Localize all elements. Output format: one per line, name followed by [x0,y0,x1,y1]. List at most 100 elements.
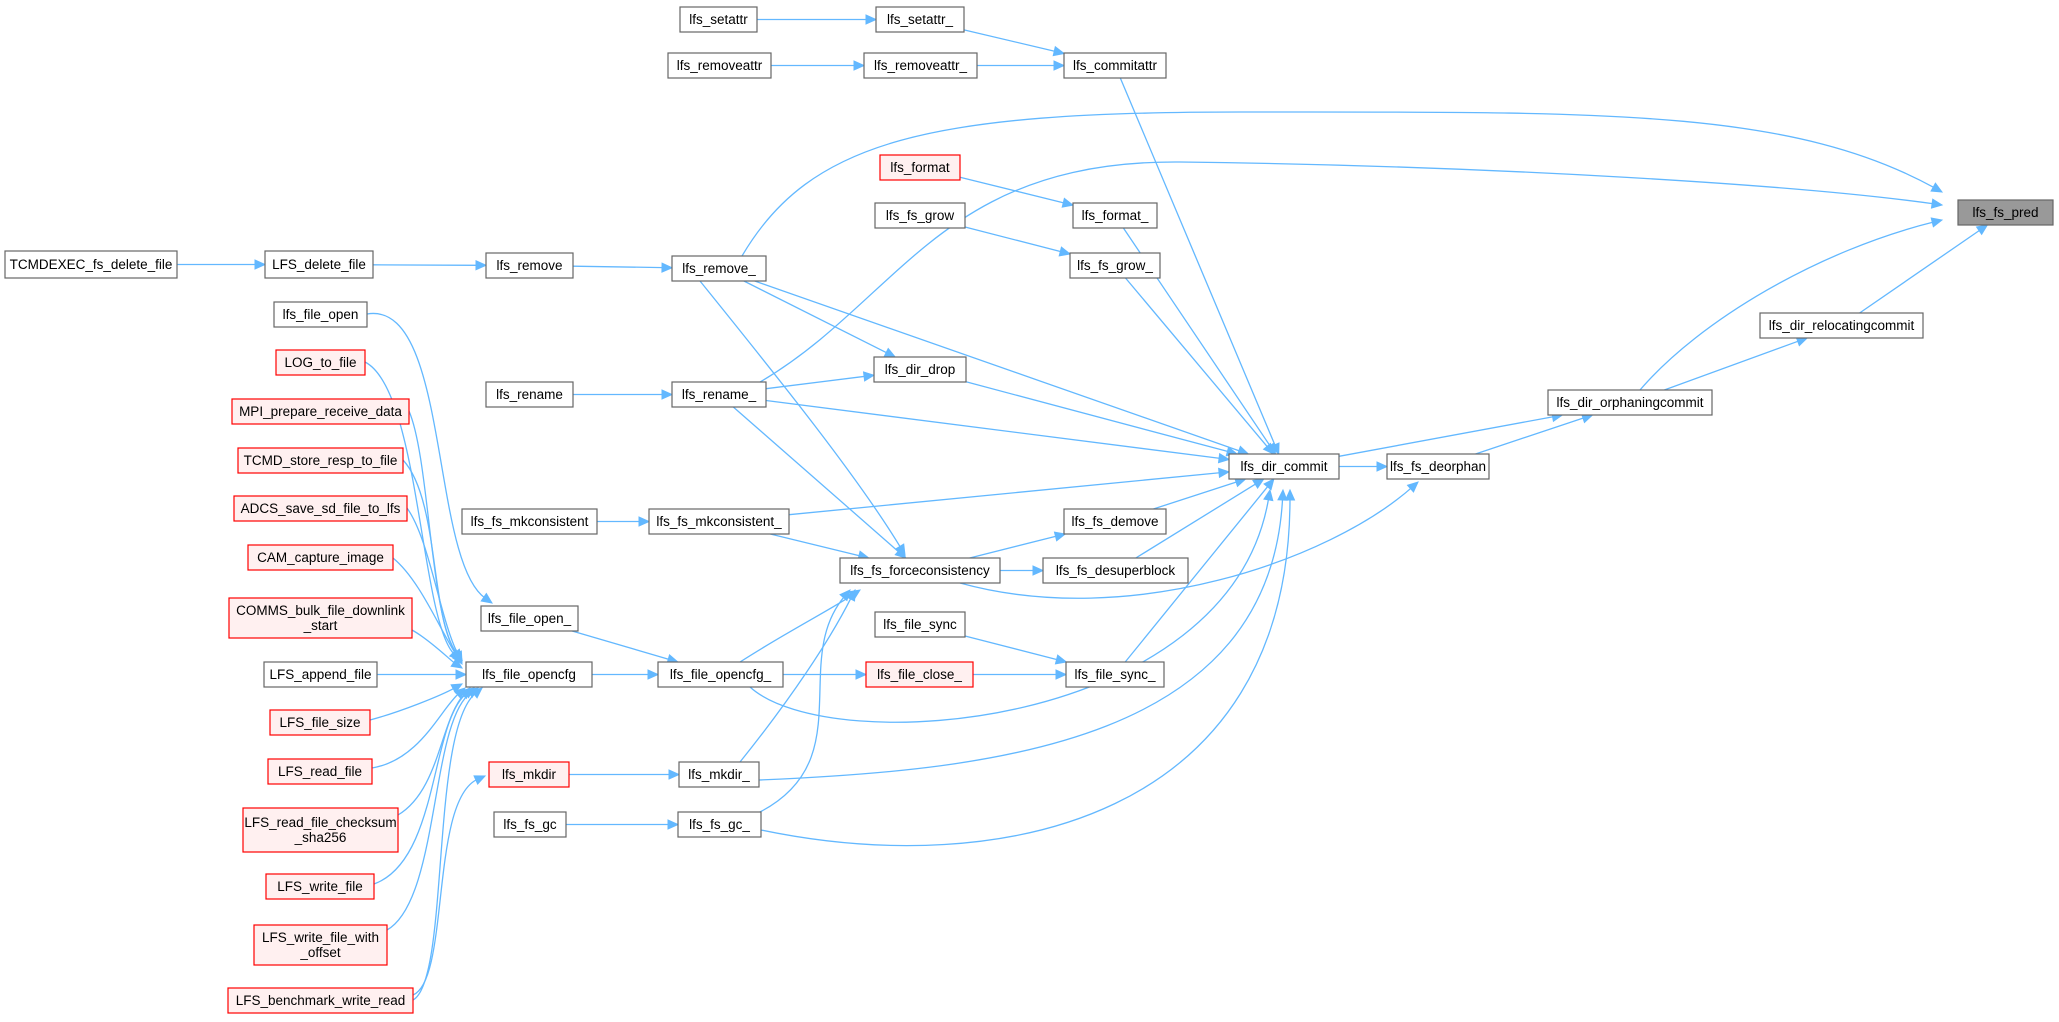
edge-lfs_dir_commit-to-lfs_dir_orphaningcommit [1338,411,1564,457]
node-label: lfs_rename_ [682,387,757,402]
node-box [237,447,404,474]
node-mpi-prepare-receive-data[interactable]: MPI_prepare_receive_data [231,398,410,425]
node-lfs-fs-mkconsistent[interactable]: lfs_fs_mkconsistent [461,508,598,535]
node-box [485,381,574,408]
node-lfs-mkdir-[interactable]: lfs_mkdir_ [678,761,760,788]
node-lfs-fs-gc-[interactable]: lfs_fs_gc_ [677,811,762,838]
node-box [679,6,758,33]
edge-lfs_format-to-lfs_format_ [959,176,1075,208]
edge-lfs_setattr-to-lfs_setattr_ [757,14,878,25]
node-lfs-fs-deorphan[interactable]: lfs_fs_deorphan [1386,453,1490,480]
node-lfs-file-open[interactable]: lfs_file_open [273,301,368,328]
node-lfs-file-opencfg[interactable]: lfs_file_opencfg [465,661,593,688]
node-label: lfs_file_sync_ [1074,667,1156,682]
node-lfs-fs-pred[interactable]: lfs_fs_pred [1957,199,2054,226]
node-label: lfs_dir_commit [1240,459,1327,474]
node-box [667,52,772,79]
node-box [1063,52,1167,79]
node-lfs-fs-demove[interactable]: lfs_fs_demove [1063,508,1167,535]
node-lfs-removeattr-[interactable]: lfs_removeattr_ [863,52,978,79]
node-lfs-remove-[interactable]: lfs_remove_ [671,255,767,282]
node-comms-bulk-file-downlink-start[interactable]: COMMS_bulk_file_downlink_start [228,597,413,639]
node-label: LFS_delete_file [272,257,366,272]
node-lfs-benchmark-write-read[interactable]: LFS_benchmark_write_read [227,987,414,1014]
node-lfs-rename-[interactable]: lfs_rename_ [671,381,767,408]
node-lfs-dir-commit[interactable]: lfs_dir_commit [1228,453,1340,480]
node-label: lfs_rename [496,387,563,402]
node-box [465,661,593,688]
node-box [1957,199,2054,226]
node-lfs-fs-grow[interactable]: lfs_fs_grow [874,202,966,229]
node-label: _start [303,618,338,633]
node-box [231,398,410,425]
node-lfs-fs-desuperblock[interactable]: lfs_fs_desuperblock [1042,557,1189,584]
node-label: lfs_file_open_ [488,611,572,626]
node-label: _offset [299,945,341,960]
node-box [1072,202,1158,229]
node-lfs-removeattr[interactable]: lfs_removeattr [667,52,772,79]
edge-lfs_file_opencfg-to-lfs_file_opencfg_ [592,669,660,680]
node-box [863,52,978,79]
edge-lfs_mkdir-to-lfs_mkdir_ [569,769,681,780]
node-lfs-read-file-checksum-sha256[interactable]: LFS_read_file_checksum_sha256 [242,807,399,853]
node-cam-capture-image[interactable]: CAM_capture_image [247,544,394,571]
node-box [1069,252,1161,279]
node-label: lfs_file_close_ [877,667,962,682]
node-lfs-file-open-[interactable]: lfs_file_open_ [480,605,579,632]
node-lfs-fs-mkconsistent-[interactable]: lfs_fs_mkconsistent_ [648,508,790,535]
node-lfs-file-opencfg-[interactable]: lfs_file_opencfg_ [657,661,784,688]
node-label: lfs_fs_forceconsistency [850,563,990,578]
node-box [4,250,178,279]
node-lfs-file-size[interactable]: LFS_file_size [269,709,371,736]
node-box [228,597,413,639]
node-label: lfs_dir_orphaningcommit [1556,395,1703,410]
edge-lfs_file_open-to-lfs_file_open_ [366,313,494,604]
node-box [677,811,762,838]
node-lfs-fs-gc[interactable]: lfs_fs_gc [493,811,567,838]
edge-lfs_file_sync-to-lfs_file_sync_ [964,635,1068,665]
node-lfs-mkdir[interactable]: lfs_mkdir [488,761,570,788]
node-tcmdexec-fs-delete-file[interactable]: TCMDEXEC_fs_delete_file [4,250,178,279]
node-lfs-dir-relocatingcommit[interactable]: lfs_dir_relocatingcommit [1759,312,1924,339]
edge-lfs_rename_-to-lfs_fs_forceconsistency [732,406,907,559]
edge-lfs_fs_gc_-to-lfs_fs_forceconsistency [759,589,851,813]
node-lfs-format[interactable]: lfs_format [879,154,961,181]
node-lfs-setattr[interactable]: lfs_setattr [679,6,758,33]
node-lfs-file-sync-[interactable]: lfs_file_sync_ [1065,661,1165,688]
edge-LFS_append_file-to-lfs_file_opencfg [377,669,468,680]
node-lfs-setattr-[interactable]: lfs_setattr_ [875,6,965,33]
edge-lfs_rename_-to-lfs_fs_pred [759,161,1944,383]
node-lfs-read-file[interactable]: LFS_read_file [267,758,373,785]
edge-lfs_fs_forceconsistency-to-lfs_fs_demove [969,531,1067,559]
edge-lfs_file_open_-to-lfs_file_opencfg_ [571,630,680,665]
node-box [1759,312,1924,339]
edge-LFS_benchmark_write_read-to-lfs_mkdir [412,775,487,996]
node-lfs-remove[interactable]: lfs_remove [485,252,574,279]
node-lfs-file-sync[interactable]: lfs_file_sync [874,611,966,638]
node-tcmd-store-resp-to-file[interactable]: TCMD_store_resp_to_file [237,447,404,474]
node-lfs-commitattr[interactable]: lfs_commitattr [1063,52,1167,79]
node-lfs-dir-orphaningcommit[interactable]: lfs_dir_orphaningcommit [1547,389,1713,416]
edge-lfs_file_opencfg_-to-lfs_fs_forceconsistency [739,589,862,663]
node-box [1065,661,1165,688]
node-label: lfs_removeattr [677,58,763,73]
node-lfs-rename[interactable]: lfs_rename [485,381,574,408]
node-box [657,661,784,688]
node-log-to-file[interactable]: LOG_to_file [275,349,366,376]
edge-lfs_remove_-to-lfs_dir_commit [754,280,1250,456]
node-lfs-delete-file[interactable]: LFS_delete_file [264,250,374,279]
node-label: lfs_dir_drop [885,362,956,377]
node-lfs-fs-forceconsistency[interactable]: lfs_fs_forceconsistency [839,557,1001,584]
node-lfs-dir-drop[interactable]: lfs_dir_drop [873,356,967,383]
node-lfs-append-file[interactable]: LFS_append_file [263,661,378,688]
node-lfs-write-file[interactable]: LFS_write_file [265,873,375,900]
node-lfs-format-[interactable]: lfs_format_ [1072,202,1158,229]
node-lfs-write-file-with-offset[interactable]: LFS_write_file_with_offset [253,924,388,966]
edge-lfs_dir_commit-to-lfs_fs_deorphan [1339,461,1389,472]
node-label: lfs_format [890,160,950,175]
node-lfs-file-close-[interactable]: lfs_file_close_ [865,661,974,688]
node-lfs-fs-grow-[interactable]: lfs_fs_grow_ [1069,252,1161,279]
node-adcs-save-sd-file-to-lfs[interactable]: ADCS_save_sd_file_to_lfs [233,495,408,522]
node-label: lfs_setattr [689,12,748,27]
